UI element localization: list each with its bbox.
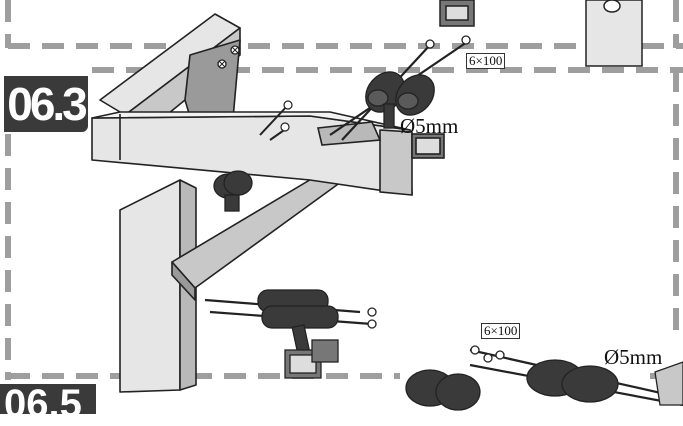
drill-icon	[204, 289, 377, 379]
step-number-badge: 06.3	[4, 76, 88, 132]
next-step-badge: 06.5	[0, 384, 96, 424]
drill-icon	[329, 35, 471, 141]
drill-icon	[213, 170, 253, 212]
assembly-step-panel: 06.3 06.5 6×100 6×100 Ø5mm Ø5mm	[0, 0, 683, 414]
drill-bit-size-label: Ø5mm	[400, 114, 459, 138]
dashed-frame	[5, 0, 683, 380]
top-post	[585, 0, 643, 67]
vertical-post	[119, 179, 197, 393]
assembly-illustration	[5, 0, 683, 411]
screw-spec-label: 6×100	[466, 53, 506, 69]
top-drill-base	[439, 0, 475, 27]
screw-spec-label: 6×100	[481, 323, 521, 339]
drill-icon	[405, 345, 683, 411]
drill-bit-size-label: Ø5mm	[604, 345, 663, 369]
screw-icon	[259, 100, 293, 141]
